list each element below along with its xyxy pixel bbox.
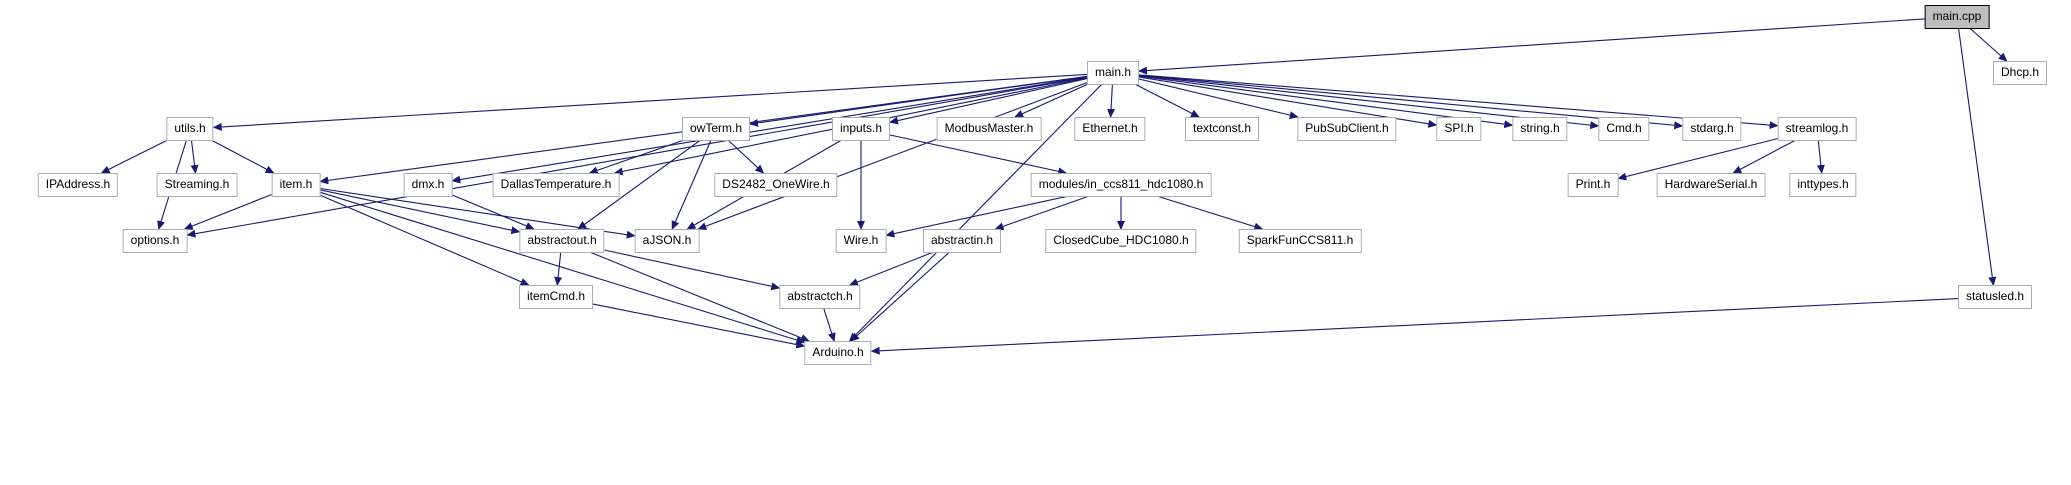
edge-item_h-to-abstractout_h xyxy=(320,189,521,235)
edge-main_h-to-textconst_h xyxy=(1135,84,1200,118)
edge-main_h-to-modbusmaster_h xyxy=(1014,83,1088,118)
node-streaming_h[interactable]: Streaming.h xyxy=(156,173,238,197)
edge-main_cpp-to-dhcp_h xyxy=(1969,28,2008,62)
edge-main_h-to-stdarg_h xyxy=(1138,74,1684,130)
edge-statusled_h-to-arduino_h xyxy=(870,298,1959,355)
edge-item_h-to-options_h xyxy=(183,193,272,230)
node-spi_h[interactable]: SPI.h xyxy=(1436,117,1482,141)
edge-abstractin_h-to-abstractch_h xyxy=(848,252,933,286)
node-wire_h[interactable]: Wire.h xyxy=(835,229,887,253)
node-dhcp_h[interactable]: Dhcp.h xyxy=(1992,61,2048,85)
edge-main_h-to-arduino_h xyxy=(848,84,1102,342)
node-inttypes_h[interactable]: inttypes.h xyxy=(1789,173,1857,197)
edge-abstractch_h-to-arduino_h xyxy=(823,308,836,342)
edge-utils_h-to-item_h xyxy=(212,140,275,174)
node-main_h[interactable]: main.h xyxy=(1086,61,1140,85)
node-item_h[interactable]: item.h xyxy=(271,173,321,197)
edge-owterm_h-to-abstractout_h xyxy=(577,140,701,230)
node-inputs_h[interactable]: inputs.h xyxy=(831,117,891,141)
node-ajson_h[interactable]: aJSON.h xyxy=(634,229,700,253)
edge-item_h-to-itemcmd_h xyxy=(320,194,530,286)
node-ipaddress_h[interactable]: IPAddress.h xyxy=(37,173,119,197)
node-abstractin_h[interactable]: abstractin.h xyxy=(922,229,1002,253)
node-hardwareserial_h[interactable]: HardwareSerial.h xyxy=(1656,173,1766,197)
node-dallastemperature_h[interactable]: DallasTemperature.h xyxy=(492,173,620,197)
node-in_ccs811_hdc1080_h[interactable]: modules/in_ccs811_hdc1080.h xyxy=(1030,173,1212,197)
edge-main_h-to-ethernet_h xyxy=(1107,84,1116,118)
node-ds2482_onewire_h[interactable]: DS2482_OneWire.h xyxy=(714,173,838,197)
node-dmx_h[interactable]: dmx.h xyxy=(403,173,453,197)
edge-main_h-to-pubsubclient_h xyxy=(1138,78,1299,120)
edge-main_h-to-utils_h xyxy=(212,73,1088,131)
edge-itemcmd_h-to-arduino_h xyxy=(592,303,806,349)
node-main_cpp[interactable]: main.cpp xyxy=(1924,5,1990,29)
node-abstractout_h[interactable]: abstractout.h xyxy=(519,229,605,253)
node-ethernet_h[interactable]: Ethernet.h xyxy=(1074,117,1146,141)
node-abstractch_h[interactable]: abstractch.h xyxy=(779,285,861,309)
edge-owterm_h-to-ajson_h xyxy=(671,140,712,230)
node-options_h[interactable]: options.h xyxy=(122,229,188,253)
node-pubsubclient_h[interactable]: PubSubClient.h xyxy=(1297,117,1397,141)
edge-main_h-to-streamlog_h xyxy=(1138,74,1779,130)
node-closedcube_hdc1080_h[interactable]: ClosedCube_HDC1080.h xyxy=(1045,229,1197,253)
edge-main_h-to-ajson_h xyxy=(697,82,1088,230)
edge-utils_h-to-streaming_h xyxy=(190,140,199,174)
node-arduino_h[interactable]: Arduino.h xyxy=(804,341,872,365)
edge-owterm_h-to-dallastemperature_h xyxy=(588,140,683,175)
edge-owterm_h-to-ds2482_onewire_h xyxy=(728,140,765,174)
edge-abstractout_h-to-arduino_h xyxy=(590,252,810,342)
node-string_h[interactable]: string.h xyxy=(1512,117,1568,141)
edge-dmx_h-to-abstractout_h xyxy=(452,194,535,230)
node-statusled_h[interactable]: statusled.h xyxy=(1957,285,2033,309)
node-modbusmaster_h[interactable]: ModbusMaster.h xyxy=(936,117,1042,141)
node-streamlog_h[interactable]: streamlog.h xyxy=(1777,117,1857,141)
edge-in_ccs811_hdc1080_h-to-wire_h xyxy=(885,196,1067,238)
edge-inputs_h-to-in_ccs811_hdc1080_h xyxy=(889,134,1068,176)
node-cmd_h[interactable]: Cmd.h xyxy=(1598,117,1650,141)
edge-abstractout_h-to-itemcmd_h xyxy=(554,252,563,286)
node-print_h[interactable]: Print.h xyxy=(1567,173,1619,197)
node-owterm_h[interactable]: owTerm.h xyxy=(681,117,751,141)
edge-in_ccs811_hdc1080_h-to-abstractin_h xyxy=(994,196,1088,231)
node-textconst_h[interactable]: textconst.h xyxy=(1184,117,1260,141)
edge-item_h-to-arduino_h xyxy=(320,191,806,344)
edge-in_ccs811_hdc1080_h-to-sparkfunccs811_h xyxy=(1158,196,1264,231)
node-itemcmd_h[interactable]: itemCmd.h xyxy=(518,285,594,309)
node-utils_h[interactable]: utils.h xyxy=(166,117,214,141)
edge-streamlog_h-to-hardwareserial_h xyxy=(1732,140,1795,174)
edge-main_cpp-to-statusled_h xyxy=(1958,28,1997,286)
edge-streamlog_h-to-inttypes_h xyxy=(1816,140,1825,174)
edge-main_h-to-dmx_h xyxy=(451,76,1088,184)
edge-main_h-to-inputs_h xyxy=(889,78,1088,125)
edge-utils_h-to-ipaddress_h xyxy=(100,140,167,174)
edge-streamlog_h-to-print_h xyxy=(1617,138,1778,181)
edge-abstractout_h-to-abstractch_h xyxy=(604,249,781,291)
edge-main_cpp-to-main_h xyxy=(1138,18,1925,75)
node-sparkfunccs811_h[interactable]: SparkFunCCS811.h xyxy=(1238,229,1362,253)
edge-abstractin_h-to-arduino_h xyxy=(850,252,950,342)
node-stdarg_h[interactable]: stdarg.h xyxy=(1682,117,1742,141)
